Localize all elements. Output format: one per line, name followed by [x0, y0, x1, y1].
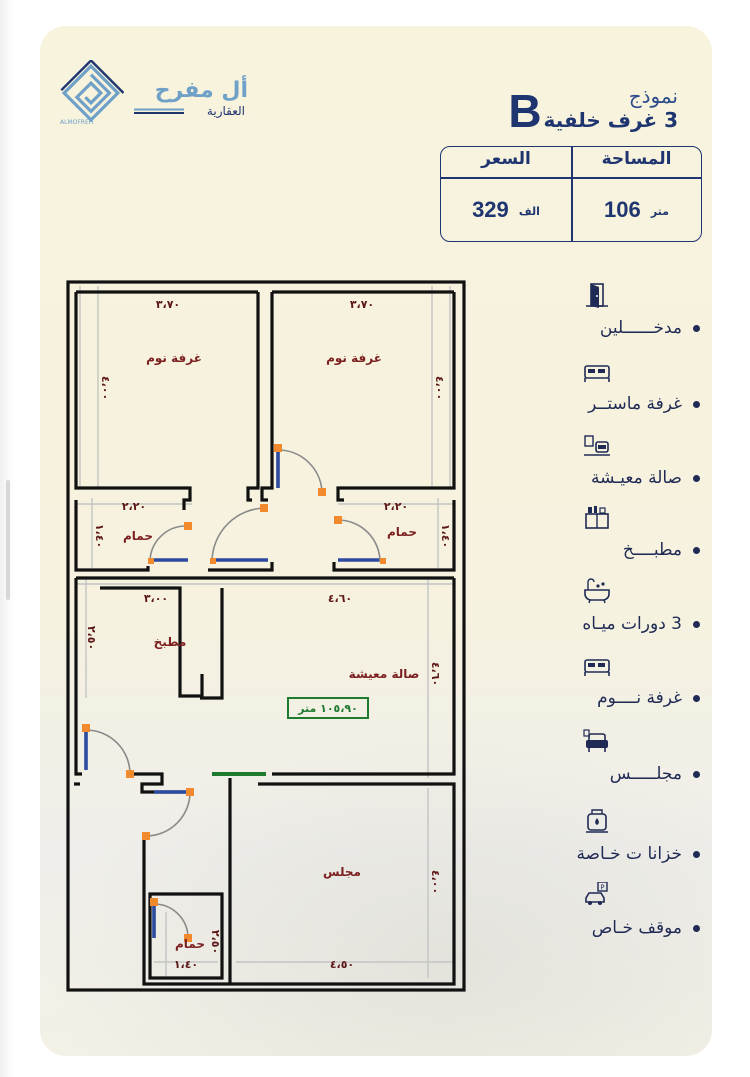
dim-living-width: ٤،٦٠ [328, 592, 352, 605]
floorplan-card [40, 26, 712, 1056]
feature-majlis: مجلـــــس [500, 728, 700, 788]
model-title: نموذج [628, 84, 678, 108]
bullet [693, 925, 700, 932]
area-value: 106 [604, 197, 641, 222]
feature-label: مجلـــــس [609, 764, 682, 784]
feature-master-room: غرفة ماستــر [500, 358, 700, 418]
room-label-bath-left: حمام [123, 529, 153, 544]
scrollbar-thumb[interactable] [6, 480, 10, 600]
dim-bath-right-height: ١،٤٠ [439, 524, 452, 548]
bullet [693, 475, 700, 482]
room-label-bath-right: حمام [387, 525, 417, 540]
area-value-cell: متر 106 [572, 197, 701, 227]
dim-bath-bottom-width: ١،٤٠ [174, 958, 198, 971]
living-room-icon [584, 435, 610, 456]
svg-text:P: P [600, 884, 604, 892]
feature-kitchen: مطبــــخ [500, 504, 700, 564]
living-area-tag-box [287, 697, 369, 719]
feature-label: خزانا ت خـاصة [576, 844, 682, 864]
dim-majlis-height: ٤،٠٠ [429, 870, 442, 894]
dim-living-height: ٤،٦٠ [429, 662, 442, 686]
door-swings [85, 449, 381, 939]
price-unit: الف [518, 204, 540, 218]
dim-bed-left-height: ٤،٠٠ [99, 376, 112, 400]
brand-mark-text: ALMOFREH [60, 119, 93, 126]
feature-label: 3 دورات ميـاه [582, 614, 682, 634]
feature-label: موقف خـاص [591, 918, 682, 938]
spec-table: المساحة السعر متر 106 الف 329 [440, 146, 702, 242]
model-letter: B [508, 85, 542, 137]
bullet [693, 771, 700, 778]
dim-majlis-width: ٤،٥٠ [330, 958, 354, 971]
windows [84, 452, 382, 938]
bullet [693, 547, 700, 554]
armchair-icon [583, 729, 608, 752]
bullet [693, 325, 700, 332]
area-header: المساحة [601, 149, 672, 169]
background-shade [40, 736, 712, 1056]
dim-bath-right-width: ٢،٢٠ [384, 500, 408, 513]
bullet [693, 851, 700, 858]
dimension-lines [76, 286, 454, 978]
feature-water-tanks: خزانا ت خـاصة [500, 808, 700, 868]
feature-label: مطبــــخ [622, 540, 682, 560]
door-icon [586, 283, 608, 308]
bullet [693, 401, 700, 408]
price-header: السعر [481, 149, 531, 169]
room-label-bedroom-left: غرفة نوم [146, 351, 202, 366]
bed-icon [584, 365, 610, 382]
feature-label: غرفة نــــوم [597, 688, 682, 708]
dim-bath-left-width: ٢،٢٠ [122, 500, 146, 513]
dim-bath-bottom-height: ٢،٥٠ [209, 930, 222, 954]
bullet [693, 695, 700, 702]
door-jambs [82, 444, 386, 942]
dim-kitchen-height: ٢،٥٠ [85, 626, 98, 650]
feature-bedroom: غرفة نــــوم [500, 652, 700, 712]
bed-icon [584, 659, 610, 676]
brand-logo-icon: ALMOFREH [60, 60, 124, 126]
spec-divider [441, 177, 701, 179]
price-value: 329 [472, 197, 509, 222]
room-label-kitchen: مطبخ [154, 635, 187, 649]
brand-name: أل مفرح [154, 78, 248, 103]
bullet [693, 621, 700, 628]
dim-kitchen-width: ٣،٠٠ [144, 592, 168, 605]
bathtub-icon [584, 578, 610, 604]
brand-underline [134, 108, 184, 114]
living-area-tag: ١٠٥،٩٠ متر [297, 702, 358, 715]
brand-subtitle: العقارية [206, 104, 245, 118]
dim-bed-right-width: ٣،٧٠ [350, 298, 374, 311]
feature-label: غرفة ماستــر [588, 394, 682, 414]
price-value-cell: الف 329 [441, 197, 571, 227]
room-label-bath-bottom: حمام [175, 937, 205, 952]
dim-bath-left-height: ١،٤٠ [93, 524, 106, 548]
water-tank-icon [586, 809, 608, 833]
walls [66, 280, 466, 992]
area-unit: متر [650, 204, 669, 218]
room-label-bedroom-right: غرفة نوم [326, 351, 382, 366]
dim-bed-left-width: ٣،٧٠ [156, 298, 180, 311]
feature-parking: P موقف خـاص [500, 882, 700, 942]
dim-bed-right-height: ٤،٠٠ [433, 376, 446, 400]
kitchen-icon [585, 506, 609, 529]
feature-label: صالة معيـشة [590, 468, 682, 488]
floor-plan: غرفة نوم غرفة نوم حمام حمام مطبخ صالة مع… [66, 280, 466, 992]
feature-label: مدخــــــلين [599, 318, 682, 338]
room-label-majlis: مجلس [323, 865, 361, 879]
room-label-living: صالة معيشة [349, 667, 420, 681]
spec-divider [571, 147, 573, 241]
feature-entrances: مدخــــــلين [500, 282, 700, 342]
parking-icon: P [585, 882, 608, 905]
model-subtitle: 3 غرف خلفية [543, 108, 678, 132]
feature-living-room: صالة معيـشة [500, 432, 700, 492]
feature-bathrooms: 3 دورات ميـاه [500, 578, 700, 638]
